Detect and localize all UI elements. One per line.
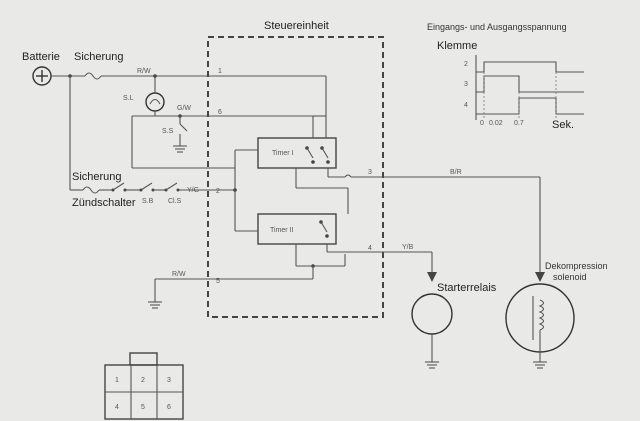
decompression-label: Dekompression bbox=[545, 261, 608, 271]
wire-label-rw-top: R/W bbox=[137, 68, 151, 75]
starter-relay-label: Starterrelais bbox=[437, 282, 497, 294]
ground-symbol-2 bbox=[148, 301, 162, 309]
graph-row-label-3: 3 bbox=[464, 81, 468, 88]
control-unit-label: Steuereinheit bbox=[264, 20, 329, 32]
graph-tick-002: 0.02 bbox=[489, 120, 503, 127]
terminal-label-4: 4 bbox=[368, 245, 372, 252]
ground-symbol-1 bbox=[173, 145, 187, 153]
connector-cell-2: 2 bbox=[141, 377, 145, 384]
timer2-label: Timer II bbox=[270, 227, 294, 234]
graph-signal-4 bbox=[476, 97, 584, 115]
terminal-label-3: 3 bbox=[368, 169, 372, 176]
fuse-bottom-symbol bbox=[82, 186, 100, 194]
wire-label-sl: S.L bbox=[123, 95, 134, 102]
graph-sek-label: Sek. bbox=[552, 119, 574, 131]
graph-signal-2 bbox=[476, 61, 584, 73]
start-button-switch-symbol bbox=[140, 182, 153, 191]
wire-label-gw: G/W bbox=[177, 105, 191, 112]
graph-tick-07: 0.7 bbox=[514, 120, 524, 127]
side-stand-switch-symbol bbox=[179, 123, 188, 132]
wire-label-sb: S.B bbox=[142, 198, 154, 205]
terminal-label-5: 5 bbox=[216, 278, 220, 285]
connector-cell-1: 1 bbox=[115, 377, 119, 384]
wire-label-yb: Y/B bbox=[402, 244, 414, 251]
ground-symbol-4 bbox=[425, 361, 439, 369]
solenoid-label: solenoid bbox=[553, 272, 587, 282]
graph-row-label-2: 2 bbox=[464, 61, 468, 68]
fuse-label-bottom: Sicherung bbox=[72, 171, 122, 183]
terminal-label-2: 2 bbox=[216, 188, 220, 195]
ground-symbol-3 bbox=[533, 361, 547, 369]
wire-label-yg: Y/G bbox=[187, 187, 199, 194]
wire-label-rw-bottom: R/W bbox=[172, 271, 186, 278]
fuse-top-symbol bbox=[84, 72, 102, 80]
wire-label-ss: S.S bbox=[162, 128, 174, 135]
connector-cell-3: 3 bbox=[167, 377, 171, 384]
timer1-label: Timer I bbox=[272, 150, 294, 157]
battery-symbol bbox=[32, 66, 52, 86]
terminal-label-6: 6 bbox=[218, 109, 222, 116]
fuse-label-top: Sicherung bbox=[74, 51, 124, 63]
graph-tick-0: 0 bbox=[480, 120, 484, 127]
indicator-lamp-symbol bbox=[145, 92, 165, 112]
graph-klemme-label: Klemme bbox=[437, 40, 477, 52]
ignition-switch-symbol bbox=[112, 182, 125, 191]
wire-label-br: B/R bbox=[450, 169, 462, 176]
terminal-label-1: 1 bbox=[218, 68, 222, 75]
starter-relay-symbol bbox=[411, 293, 453, 335]
graph-title: Eingangs- und Ausgangsspannung bbox=[427, 22, 567, 32]
ignition-switch-label: Zündschalter bbox=[72, 197, 136, 209]
connector-cell-5: 5 bbox=[141, 404, 145, 411]
connector-pinout bbox=[104, 352, 184, 420]
battery-label: Batterie bbox=[22, 51, 60, 63]
connector-cell-6: 6 bbox=[167, 404, 171, 411]
graph-signal-3 bbox=[476, 75, 584, 93]
graph-row-label-4: 4 bbox=[464, 102, 468, 109]
clutch-switch-symbol bbox=[165, 182, 178, 191]
timer1-box bbox=[257, 137, 337, 169]
wire-label-cls: Cl.S bbox=[168, 198, 182, 205]
connector-cell-4: 4 bbox=[115, 404, 119, 411]
timer2-box bbox=[257, 213, 337, 245]
